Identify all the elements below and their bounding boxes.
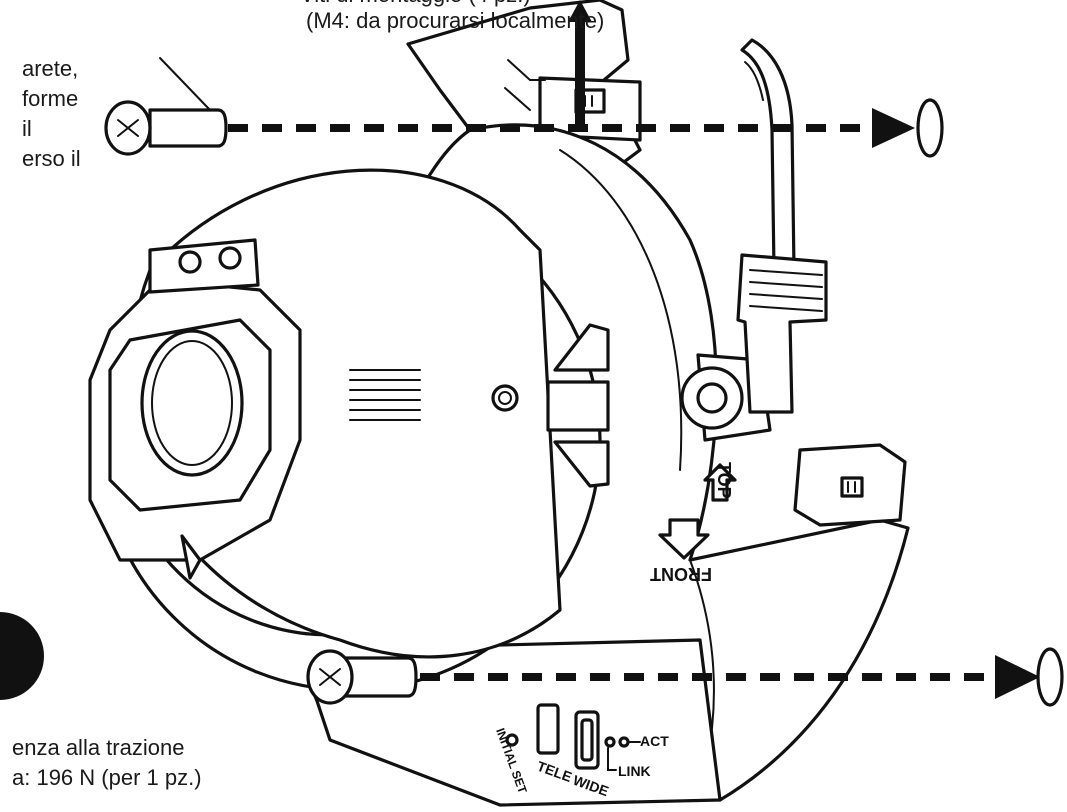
- left-note-line4: erso il: [22, 146, 81, 171]
- marking-front: FRONT: [650, 564, 712, 584]
- rj45-connector: [736, 253, 828, 414]
- mounting-screw-icon: [104, 100, 228, 156]
- screw-label-line2: (M4: da procurarsi localmente): [306, 8, 605, 33]
- screw-hole-icon: [1036, 647, 1064, 707]
- leader-line: [159, 57, 211, 111]
- lens-assembly: [88, 238, 302, 580]
- front-arrow-icon: [658, 518, 710, 560]
- marking-top: TOP: [714, 462, 734, 499]
- top-arrow-icon: [703, 463, 737, 502]
- bottom-note-line1: enza alla trazione: [12, 735, 185, 760]
- arrow-right-icon: [995, 655, 1040, 699]
- side-clip: [793, 443, 907, 527]
- arrow-up-icon: [568, 0, 592, 124]
- left-note-line2: forme: [22, 86, 79, 111]
- left-note-line1: arete,: [22, 56, 79, 81]
- arrow-right-icon: [872, 108, 915, 148]
- screw-hole-icon: [916, 98, 944, 158]
- mounting-screw-icon: [306, 649, 418, 705]
- left-note-line3: il: [22, 116, 32, 141]
- network-cable: [740, 38, 796, 272]
- marking-act: ACT: [640, 733, 669, 749]
- bottom-note-line2: a: 196 N (per 1 pz.): [12, 765, 202, 790]
- screw-label-line1: Viti di montaggio (4 pz.): [300, 0, 531, 8]
- marking-link: LINK: [618, 763, 651, 779]
- front-vents: [491, 323, 610, 488]
- step-marker: [0, 612, 44, 700]
